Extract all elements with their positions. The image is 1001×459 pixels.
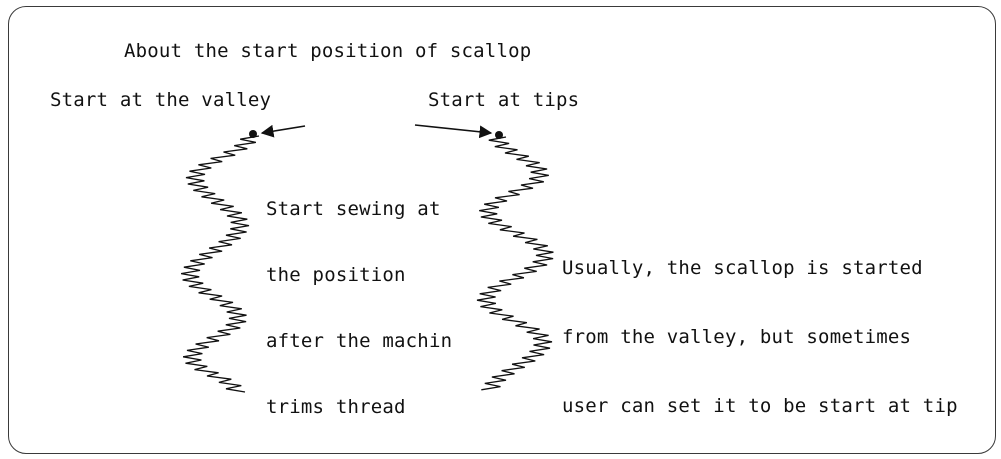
note-start-sewing-line: after the machin [266,330,453,352]
note-start-sewing-line: Start sewing at [266,198,441,220]
scallop-stitch-left [180,135,260,393]
diagram-title: About the start position of scallop [124,40,532,62]
note-start-sewing-line: the position [266,264,406,286]
start-dot-tip [495,131,503,139]
note-start-sewing-line: trims thread [266,396,406,418]
note-usually-valley-line: user can set it to be start at tip [562,395,958,417]
start-dot-valley [249,130,257,138]
note-start-sewing: Start sewing at the position after the m… [266,154,452,440]
note-usually-valley-line: from the valley, but sometimes [562,326,912,348]
note-usually-valley-line: Usually, the scallop is started [562,257,923,279]
scallop-stitch-right [476,136,554,391]
label-start-at-tips: Start at tips [428,89,580,111]
arrow-to-tip-start [414,124,493,139]
arrow-to-valley-start [260,124,306,138]
label-start-at-valley: Start at the valley [50,89,272,111]
note-usually-valley: Usually, the scallop is started from the… [562,211,958,441]
